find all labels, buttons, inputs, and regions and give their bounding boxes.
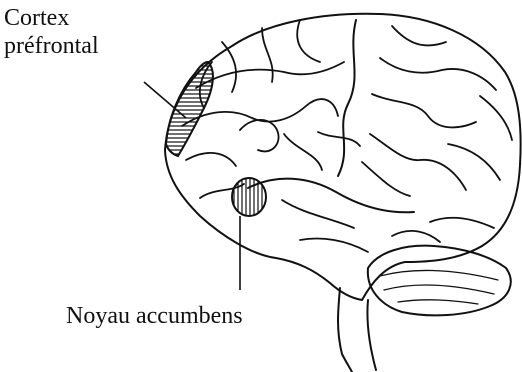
central-sulcus (338, 20, 356, 176)
nucleus-accumbens-region (232, 178, 266, 216)
brain-stem (338, 288, 376, 372)
cerebellum (368, 246, 511, 316)
lateral-sulcus (248, 179, 414, 213)
brain-gyri (182, 20, 512, 252)
prefrontal-cortex-label-line-1: Cortex (4, 4, 99, 32)
prefrontal-cortex-region (166, 62, 213, 156)
cerebellum-folia (380, 270, 498, 304)
prefrontal-cortex-label-line-2: préfrontal (4, 32, 99, 60)
nucleus-accumbens-label: Noyau accumbens (66, 302, 243, 330)
prefrontal-cortex-label: Cortex préfrontal (4, 4, 99, 60)
